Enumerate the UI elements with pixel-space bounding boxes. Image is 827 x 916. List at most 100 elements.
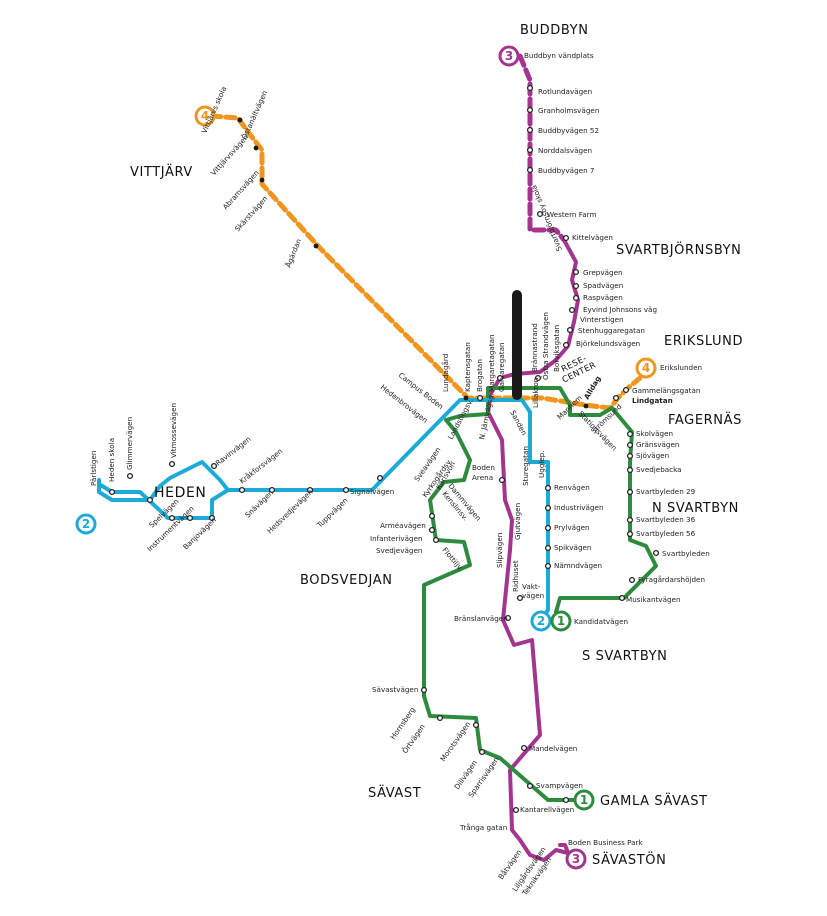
svg-text:3: 3: [505, 49, 513, 63]
area-svartbjornsbyn: SVARTBJÖRNSBYN: [616, 241, 742, 258]
svg-text:Arméavägen: Arméavägen: [380, 521, 426, 530]
svg-text:Ridhuset: Ridhuset: [511, 560, 520, 592]
svg-text:1: 1: [557, 614, 565, 628]
area-gamla-savast: GAMLA SÄVAST: [600, 793, 708, 809]
svg-text:Boden: Boden: [472, 463, 495, 472]
badge-line-2-heden[interactable]: 2: [75, 513, 97, 535]
svg-text:Kråkforsvägen: Kråkforsvägen: [238, 446, 285, 485]
svg-text:Svartbyleden 36: Svartbyleden 36: [636, 515, 696, 524]
svg-text:Slipvägen: Slipvägen: [495, 533, 504, 568]
svg-text:Östra Strandvägen: Östra Strandvägen: [541, 312, 550, 380]
svg-text:Björkelundsvägen: Björkelundsvägen: [576, 339, 640, 348]
svg-text:Lindgatan: Lindgatan: [632, 396, 673, 405]
svg-text:Skolvägen: Skolvägen: [636, 429, 673, 438]
svg-text:Sanden: Sanden: [508, 409, 529, 437]
svg-text:Boden Business Park: Boden Business Park: [568, 838, 644, 847]
svg-text:Snävägen: Snävägen: [243, 488, 275, 519]
svg-text:Ågärdan: Ågärdan: [284, 237, 304, 268]
svg-text:Buddbyn vändplats: Buddbyn vändplats: [524, 51, 594, 60]
svg-text:4: 4: [201, 109, 209, 123]
svg-text:Buddbyvägen 7: Buddbyvägen 7: [538, 166, 594, 175]
area-erikslund: ERIKSLUND: [664, 334, 743, 349]
svg-text:Svartbyleden: Svartbyleden: [662, 549, 710, 558]
area-savaston: SÄVASTÖN: [592, 851, 666, 868]
svg-text:Stenhuggaregatan: Stenhuggaregatan: [578, 326, 645, 335]
svg-text:Rotlundavägen: Rotlundavägen: [538, 87, 592, 96]
travel-center-terminal: [512, 290, 522, 400]
svg-text:Svartbyleden 56: Svartbyleden 56: [636, 529, 696, 538]
area-s-svartbyn: S SVARTBYN: [582, 649, 668, 664]
badge-line-3-bottom[interactable]: 3: [565, 848, 587, 870]
svg-text:2: 2: [537, 614, 545, 628]
svg-text:Morotsvägen: Morotsvägen: [438, 720, 472, 763]
svg-text:Eyvind Johnsons väg: Eyvind Johnsons väg: [583, 305, 657, 314]
svg-text:Vakt-: Vakt-: [522, 582, 541, 591]
svg-text:Raspvägen: Raspvägen: [583, 293, 623, 302]
svg-text:Prylvägen: Prylvägen: [554, 523, 590, 532]
svg-text:Tuppvägen: Tuppvägen: [314, 496, 349, 530]
svg-text:Kittelvägen: Kittelvägen: [572, 233, 613, 242]
svg-text:Glimmervägen: Glimmervägen: [125, 417, 134, 470]
svg-text:Spikvägen: Spikvägen: [554, 543, 591, 552]
svg-text:Mandelvägen: Mandelvägen: [529, 744, 577, 753]
svg-text:Nämndvägen: Nämndvägen: [554, 561, 602, 570]
line-1-route: [422, 386, 658, 802]
svg-text:Banjovägen: Banjovägen: [181, 515, 218, 551]
svg-text:Vinterstigen: Vinterstigen: [580, 315, 624, 324]
area-fagernas: FAGERNÄS: [668, 412, 742, 428]
area-vittjarv: VITTJÄRV: [130, 164, 193, 180]
svg-text:4: 4: [642, 361, 650, 375]
svg-text:Signalvägen: Signalvägen: [350, 487, 394, 496]
stop-labels: Buddbyn vändplats Rotlundavägen Granholm…: [350, 51, 710, 847]
line-3-route: [486, 53, 580, 862]
svg-text:Brogatan: Brogatan: [475, 359, 484, 392]
svg-text:Sävastvägen: Sävastvägen: [372, 685, 418, 694]
svg-text:Sturegatan: Sturegatan: [521, 446, 530, 486]
svg-text:Kaptensgatan: Kaptensgatan: [463, 342, 472, 392]
badge-line-1-gamla-savast[interactable]: 1: [573, 789, 595, 811]
svg-text:Granholmsvägen: Granholmsvägen: [538, 106, 599, 115]
svg-text:Kantarellvägen: Kantarellvägen: [520, 805, 574, 814]
svg-text:Pärlstigen: Pärlstigen: [89, 451, 98, 486]
svg-text:Heden skola: Heden skola: [107, 438, 116, 482]
area-bodsvedjan: BODSVEDJAN: [300, 573, 393, 588]
svg-text:Arena: Arena: [472, 473, 493, 482]
svg-text:Svedjevägen: Svedjevägen: [376, 546, 422, 555]
svg-text:Ugglep.: Ugglep.: [537, 450, 546, 478]
svg-text:Vittjärvsvägen: Vittjärvsvägen: [209, 133, 250, 178]
badge-line-4-vittjarv[interactable]: 4: [194, 105, 216, 127]
svg-text:Erikslunden: Erikslunden: [660, 363, 702, 372]
svg-text:Svampvägen: Svampvägen: [536, 781, 583, 790]
svg-text:Gjutvägen: Gjutvägen: [513, 503, 522, 540]
badge-line-4-erikslund[interactable]: 4: [635, 357, 657, 379]
svg-text:Lillakron: Lillakron: [531, 378, 540, 408]
badge-line-2-south[interactable]: 2: [530, 610, 552, 632]
svg-text:Borviksgatan: Borviksgatan: [552, 325, 561, 372]
svg-text:Trånga gatan: Trånga gatan: [459, 823, 507, 832]
svg-text:Kandidatvägen: Kandidatvägen: [574, 617, 628, 626]
svg-text:Norddalsvägen: Norddalsvägen: [538, 146, 592, 155]
area-buddbyn: BUDDBYN: [520, 23, 589, 38]
svg-text:Brännastrand: Brännastrand: [530, 323, 539, 372]
svg-text:Flottiljv.: Flottiljv.: [440, 546, 465, 573]
svg-text:Western Farm: Western Farm: [547, 210, 596, 219]
svg-text:Vitmossevägen: Vitmossevägen: [169, 403, 178, 458]
svg-text:Infanterivägen: Infanterivägen: [370, 534, 423, 543]
svg-text:Renvägen: Renvägen: [554, 483, 590, 492]
svg-text:Garvaregatan: Garvaregatan: [497, 342, 506, 392]
area-n-svartbyn: N SVARTBYN: [652, 501, 739, 516]
svg-text:Alldag: Alldag: [582, 374, 603, 401]
svg-text:Svartbyleden 29: Svartbyleden 29: [636, 487, 696, 496]
svg-text:3: 3: [572, 852, 580, 866]
svg-text:Musikantvägen: Musikantvägen: [626, 595, 681, 604]
svg-text:Skärstvägen: Skärstvägen: [233, 194, 270, 233]
svg-text:Sjövägen: Sjövägen: [636, 451, 669, 460]
svg-text:Lundagård: Lundagård: [441, 354, 450, 392]
badge-line-1-south[interactable]: 1: [550, 610, 572, 632]
svg-text:Bränslanvägen: Bränslanvägen: [454, 614, 508, 623]
svg-text:1: 1: [580, 793, 588, 807]
dark-stop-markers: [237, 117, 589, 409]
badge-line-3-top[interactable]: 3: [498, 45, 520, 67]
area-heden: HEDEN: [154, 485, 206, 501]
